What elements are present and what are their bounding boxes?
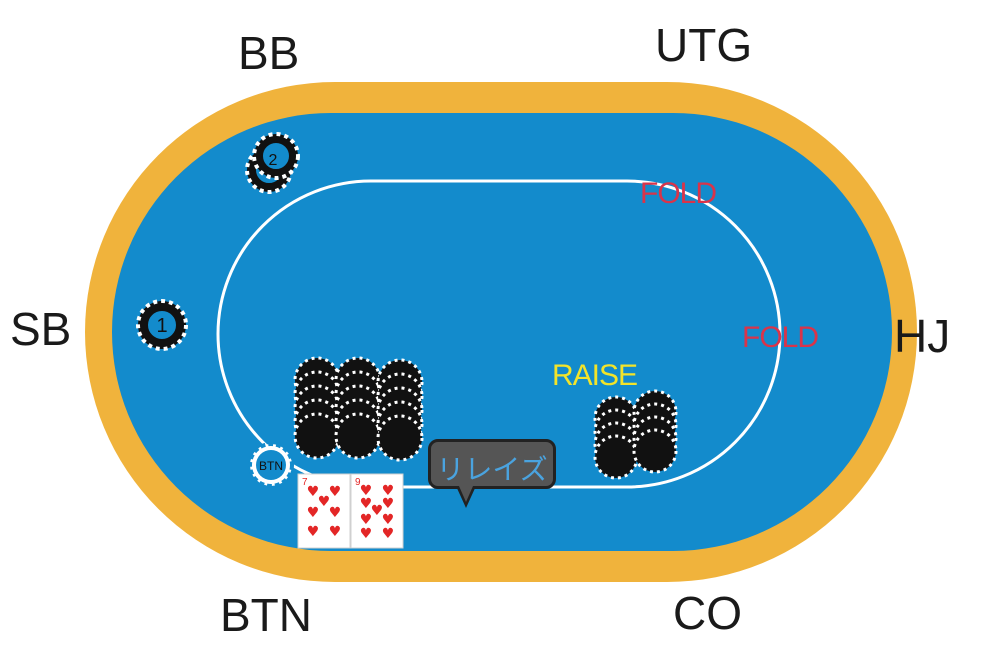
dealer-button: BTN: [248, 442, 294, 488]
hole-card-1-rank: 7: [302, 477, 308, 488]
chip-stack: [593, 395, 639, 480]
chip-stack: [376, 358, 424, 462]
sb-blind-amount: 1: [156, 315, 167, 337]
svg-text:♥: ♥: [371, 503, 384, 519]
hole-card-2: 9 ♥♥ ♥♥ ♥ ♥♥ ♥♥: [350, 473, 404, 549]
speech-bubble-tail-fill: [459, 486, 473, 502]
action-label-hj: FOLD: [742, 321, 819, 354]
svg-text:♥: ♥: [360, 483, 373, 499]
bb-blind-amount: 2: [269, 152, 278, 169]
svg-text:♥: ♥: [382, 496, 395, 512]
chip-stack: [293, 356, 341, 460]
sb-blind-chip: 1: [136, 299, 188, 351]
seat-label-bb: BB: [238, 27, 300, 79]
svg-text:♥: ♥: [318, 494, 331, 510]
hole-card-1: 7 ♥♥ ♥ ♥♥ ♥♥: [297, 473, 351, 549]
action-label-utg: FOLD: [640, 177, 717, 210]
seat-label-utg: UTG: [655, 19, 753, 71]
btn-chip-stacks: [293, 356, 424, 462]
speech-bubble: リレイズ: [428, 439, 556, 489]
chip-stack: [334, 356, 382, 460]
svg-text:♥: ♥: [329, 524, 342, 540]
seat-label-sb: SB: [10, 303, 72, 355]
hole-card-2-rank: 9: [355, 477, 361, 488]
co-chip-stacks: [593, 389, 678, 480]
svg-text:♥: ♥: [360, 512, 373, 528]
seat-label-co: CO: [673, 587, 742, 639]
svg-text:♥: ♥: [382, 526, 395, 542]
seat-label-btn: BTN: [220, 589, 312, 641]
seat-label-hj: HJ: [894, 310, 951, 362]
svg-text:♥: ♥: [329, 484, 342, 500]
dealer-button-label: BTN: [259, 459, 283, 473]
bb-blind-chips: 2: [245, 132, 300, 194]
svg-text:♥: ♥: [382, 512, 395, 528]
action-label-co: RAISE: [552, 359, 638, 392]
svg-text:♥: ♥: [360, 526, 373, 542]
svg-text:♥: ♥: [307, 505, 320, 521]
svg-text:♥: ♥: [307, 484, 320, 500]
svg-text:♥: ♥: [329, 505, 342, 521]
chip-stack: [632, 389, 678, 474]
svg-text:♥: ♥: [307, 524, 320, 540]
chip: [252, 132, 300, 180]
svg-text:♥: ♥: [360, 496, 373, 512]
speech-bubble-text: リレイズ: [436, 453, 548, 486]
svg-text:♥: ♥: [382, 483, 395, 499]
